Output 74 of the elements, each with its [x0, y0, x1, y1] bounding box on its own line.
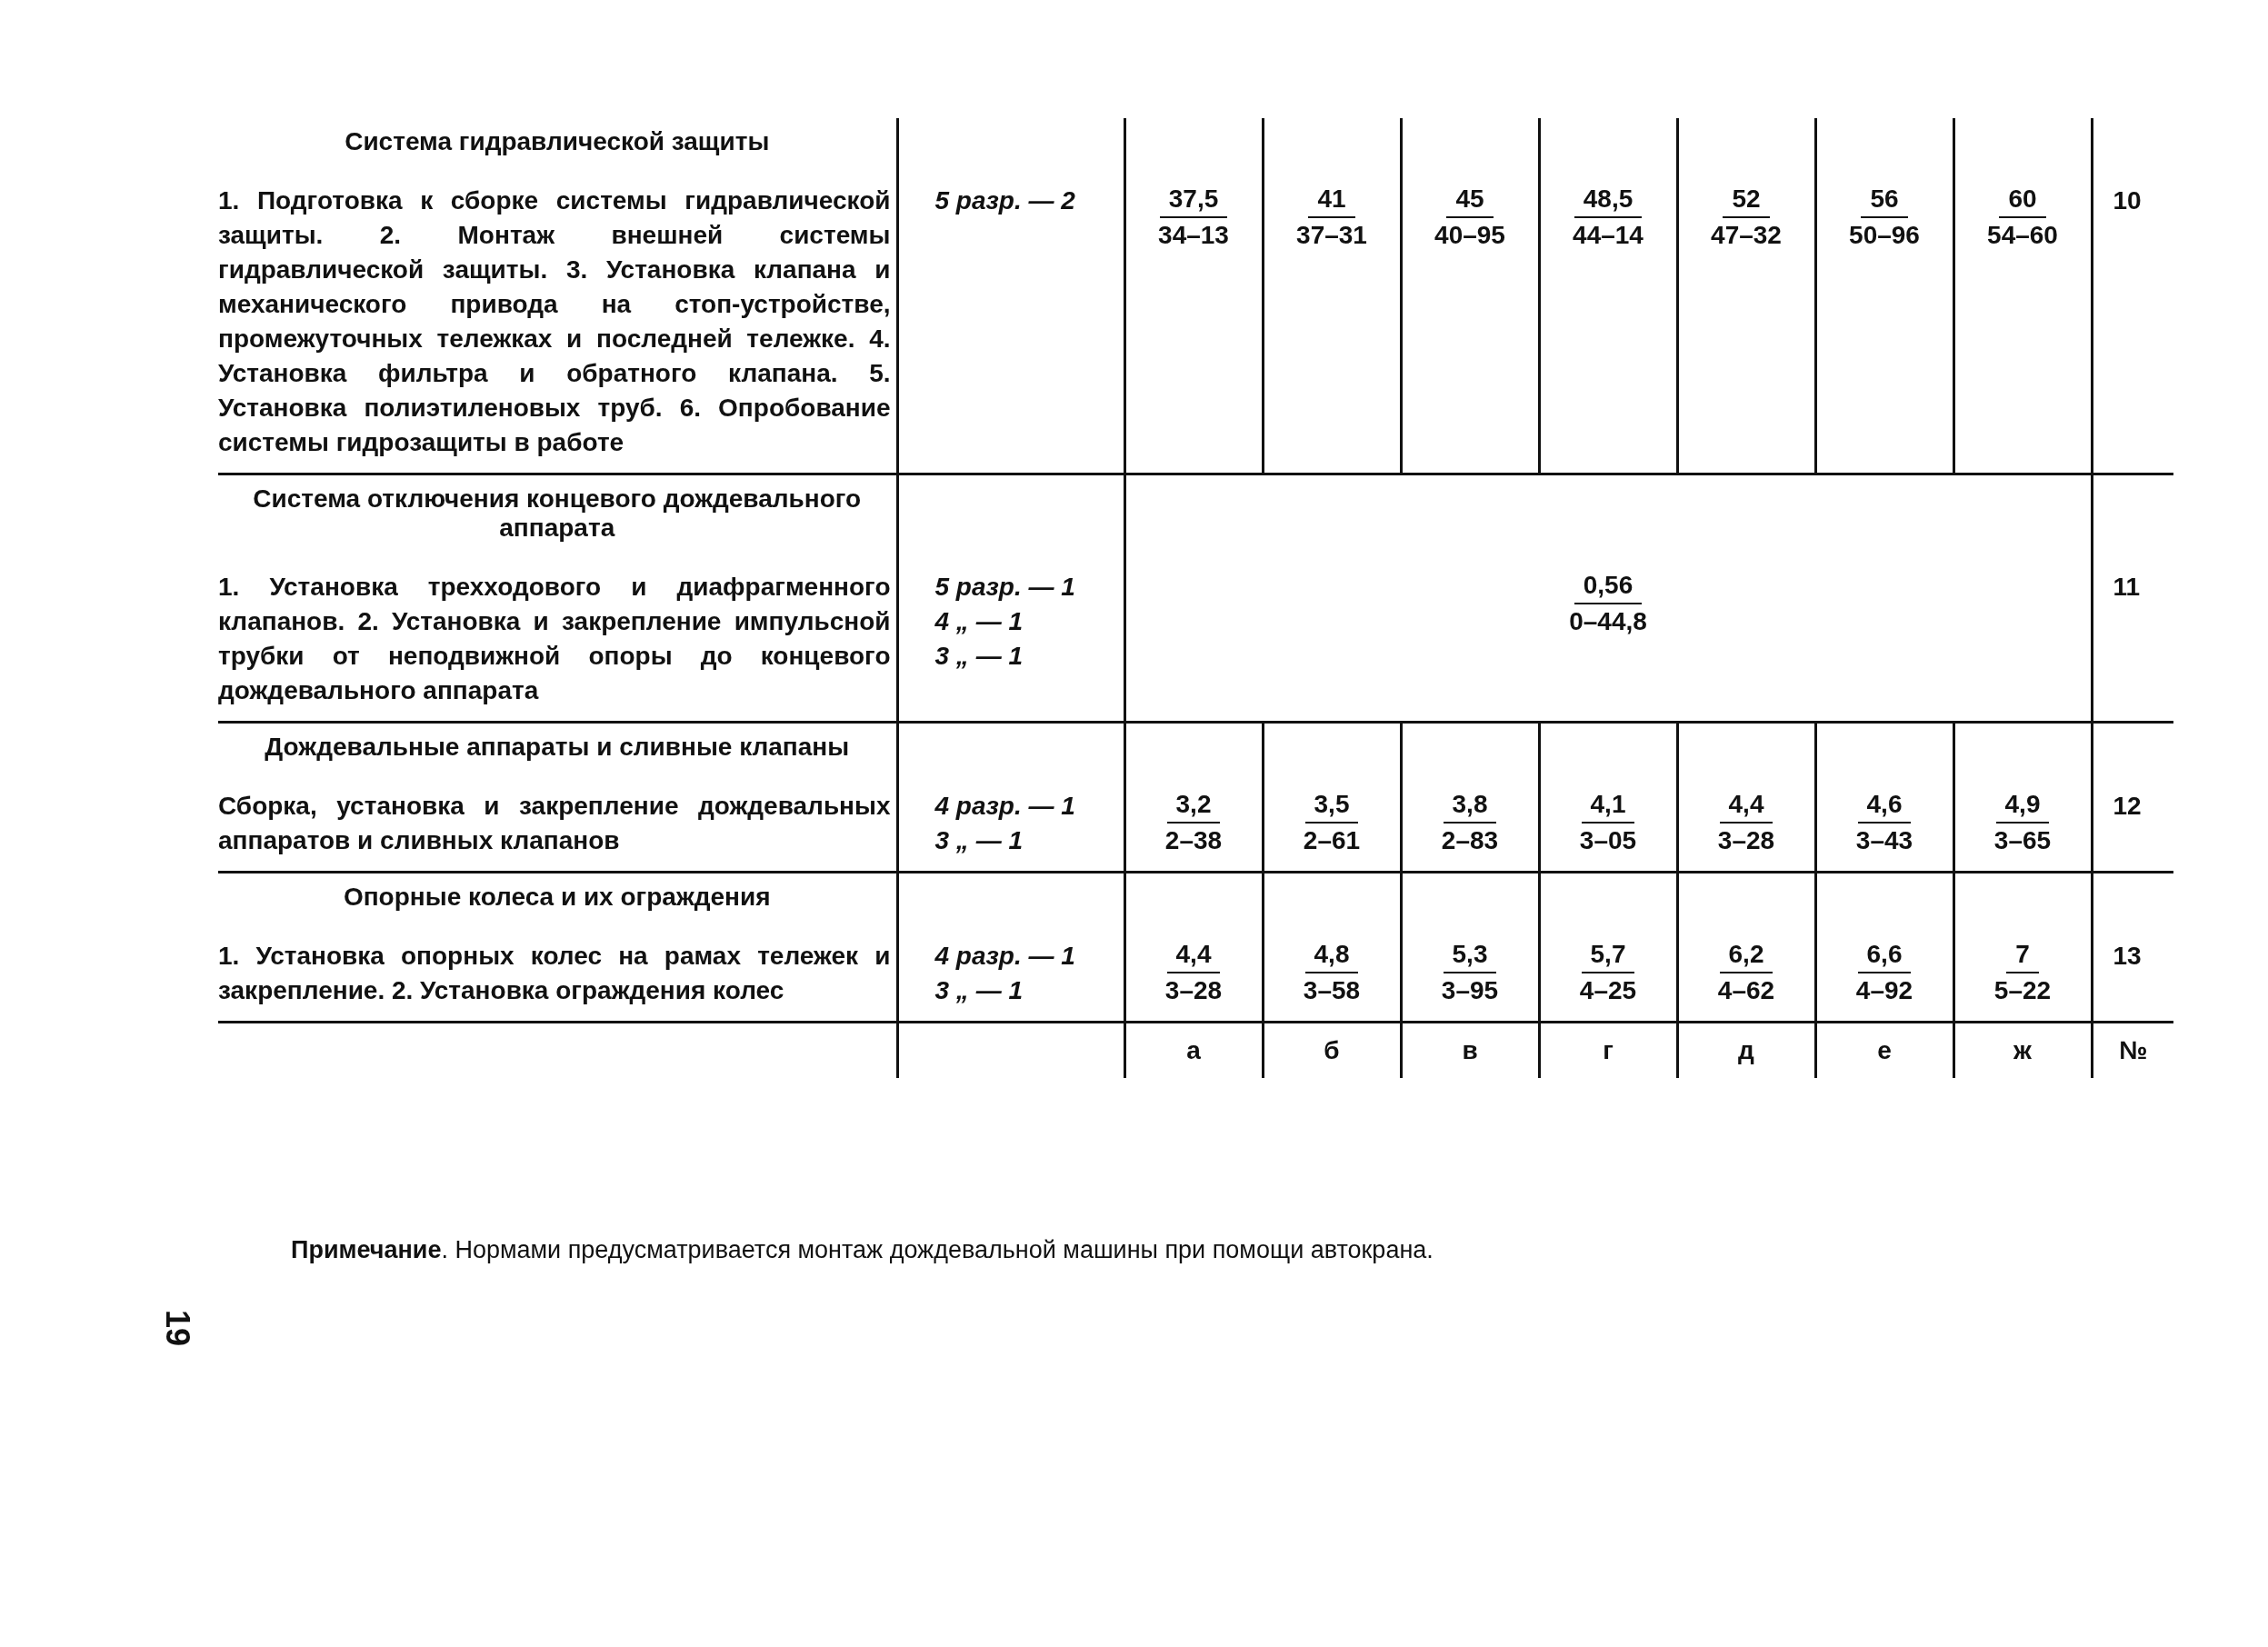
price-value: 40–95 [1434, 220, 1506, 251]
column-letter: ж [2013, 1035, 2033, 1066]
worker-grade: 3 „ — 1 [934, 641, 1024, 672]
row-number: 11 [2112, 572, 2141, 603]
norm-value: 3,8 [1443, 789, 1497, 824]
price-value: 4–25 [1578, 975, 1638, 1006]
work-description: 1. Установка опорных колес на рамах тележек и закрепление. 2. Установка ограждения колес [218, 941, 892, 1006]
column-letter: б [1323, 1035, 1341, 1066]
section-heading: Система отключения концевого дождевального аппарата [252, 484, 863, 544]
price-value: 3–58 [1302, 975, 1362, 1006]
norm-value: 5,3 [1443, 939, 1497, 973]
norm-value: 4,4 [1166, 939, 1221, 973]
price-value: 3–28 [1164, 975, 1224, 1006]
price-value: 3–95 [1440, 975, 1500, 1006]
work-description: Сборка, установка и закрепление дождевальных аппаратов и сливных клапанов [218, 791, 892, 856]
norm-value: 0,56 [1574, 570, 1643, 604]
worker-grade: 3 „ — 1 [934, 825, 1024, 856]
norm-value: 56 [1861, 184, 1908, 218]
work-description: 1. Подготовка к сборке системы гидравлической защиты. 2. Монтаж внешней системы гидравлической защиты. 3. Установка клапана и механического привода на стоп-устройстве, промежуточных тележках и последней тележке. 4. Установка фильтра и обратного клапана. 5. Установка полиэтиленовых труб. 6. Опробование системы гидрозащиты в работе [218, 185, 892, 458]
price-value: 3–43 [1854, 825, 1914, 856]
note-text: Примечание. Нормами предусматривается монтаж дождевальной машины при помощи автокрана. [291, 1236, 1434, 1264]
column-letter: е [1876, 1035, 1893, 1066]
column-letter: а [1185, 1035, 1202, 1066]
norm-value: 4,9 [1995, 789, 2050, 824]
norm-value: 5,7 [1581, 939, 1635, 973]
section-heading: Опорные колеса и их ограждения [342, 882, 772, 913]
work-description: 1. Установка трехходового и диафрагменного клапанов. 2. Установка и закрепление импульсной трубки от неподвижной опоры до концевого дождевального аппарата [218, 572, 892, 706]
norm-value: 4,4 [1719, 789, 1773, 824]
price-value: 37–31 [1295, 220, 1368, 251]
worker-grade: 4 разр. — 1 [934, 791, 1076, 822]
worker-grade: 5 разр. — 2 [934, 185, 1076, 216]
price-value: 44–14 [1572, 220, 1644, 251]
worker-grade: 4 разр. — 1 [934, 941, 1076, 972]
worker-grade: 5 разр. — 1 [934, 572, 1076, 603]
price-value: 3–05 [1578, 825, 1638, 856]
norm-value: 6,2 [1719, 939, 1773, 973]
norm-value: 52 [1723, 184, 1770, 218]
norm-value: 4,1 [1581, 789, 1635, 824]
section-heading: Дождевальные аппараты и сливные клапаны [264, 732, 851, 763]
column-letter: г [1602, 1035, 1614, 1066]
row-number: 12 [2112, 791, 2142, 822]
column-letter: в [1461, 1035, 1479, 1066]
price-value: 3–28 [1716, 825, 1776, 856]
price-value: 34–13 [1157, 220, 1230, 251]
norm-value: 4,6 [1857, 789, 1912, 824]
page-number: 19 [158, 1310, 196, 1346]
price-value: 2–83 [1440, 825, 1500, 856]
norm-value: 3,5 [1304, 789, 1359, 824]
price-value: 54–60 [1986, 220, 2059, 251]
price-value: 5–22 [1993, 975, 2053, 1006]
norm-value: 60 [1999, 184, 2046, 218]
price-value: 2–61 [1302, 825, 1362, 856]
norm-value: 7 [2006, 939, 2039, 973]
column-letter: № [2118, 1035, 2149, 1066]
norm-value: 3,2 [1166, 789, 1221, 824]
norm-value: 48,5 [1574, 184, 1643, 218]
price-value: 50–96 [1848, 220, 1921, 251]
row-number: 13 [2112, 941, 2142, 972]
norm-value: 41 [1308, 184, 1355, 218]
worker-grade: 3 „ — 1 [934, 975, 1024, 1006]
column-letter: д [1737, 1035, 1755, 1066]
norm-value: 4,8 [1304, 939, 1359, 973]
section-heading: Система гидравлической защиты [344, 126, 771, 157]
worker-grade: 4 „ — 1 [934, 606, 1024, 637]
norm-value: 45 [1446, 184, 1494, 218]
row-number: 10 [2112, 185, 2142, 216]
norm-value: 6,6 [1857, 939, 1912, 973]
norm-value: 37,5 [1159, 184, 1228, 218]
price-value: 4–92 [1854, 975, 1914, 1006]
price-value: 0–44,8 [1568, 606, 1648, 637]
price-value: 4–62 [1716, 975, 1776, 1006]
price-value: 2–38 [1164, 825, 1224, 856]
price-value: 47–32 [1710, 220, 1783, 251]
price-value: 3–65 [1993, 825, 2053, 856]
